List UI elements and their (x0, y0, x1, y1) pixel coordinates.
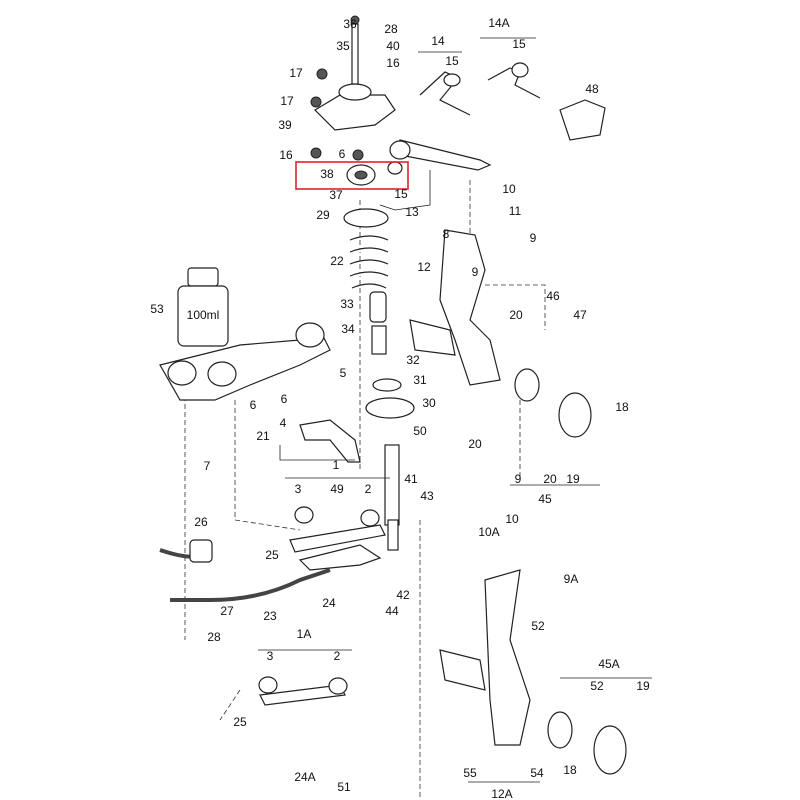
label-21: 21 (256, 429, 270, 443)
label-9: 9 (515, 472, 522, 486)
label-12: 12 (417, 260, 431, 274)
label-24a: 24A (294, 770, 315, 784)
label-15: 15 (394, 187, 408, 201)
lower-links (159, 506, 386, 706)
label-52: 52 (590, 679, 604, 693)
label-51: 51 (337, 780, 351, 794)
label-55: 55 (463, 766, 477, 780)
label-38: 38 (320, 167, 334, 181)
label-10a: 10A (478, 525, 499, 539)
label-54: 54 (530, 766, 544, 780)
label-41: 41 (404, 472, 418, 486)
label-20: 20 (543, 472, 557, 486)
label-39: 39 (278, 118, 292, 132)
label-27: 27 (220, 604, 234, 618)
label-43: 43 (420, 489, 434, 503)
label-16: 16 (279, 148, 293, 162)
label-2: 2 (365, 482, 372, 496)
label-45: 45 (538, 492, 552, 506)
strut-mount (310, 15, 396, 161)
label-23: 23 (263, 609, 277, 623)
label-5: 5 (340, 366, 347, 380)
label-22: 22 (330, 254, 344, 268)
label-24: 24 (322, 596, 336, 610)
label-44: 44 (385, 604, 399, 618)
label-30: 30 (422, 396, 436, 410)
label-33: 33 (340, 297, 354, 311)
grease-bottle-53: 100ml (177, 267, 229, 347)
label-28: 28 (207, 630, 221, 644)
label-10: 10 (505, 512, 519, 526)
label-8: 8 (443, 227, 450, 241)
label-7: 7 (204, 459, 211, 473)
label-9: 9 (472, 265, 479, 279)
label-6: 6 (281, 392, 288, 406)
subframe (159, 322, 361, 463)
label-18: 18 (615, 400, 629, 414)
label-11: 11 (509, 204, 522, 218)
label-6: 6 (339, 147, 346, 161)
label-52: 52 (531, 619, 545, 633)
label-45a: 45A (598, 657, 619, 671)
label-50: 50 (413, 424, 427, 438)
label-15: 15 (512, 37, 526, 51)
label-46: 46 (546, 289, 560, 303)
part-number-labels: 36 28 35 40 16 17 14 15 14A 15 48 17 39 … (150, 16, 650, 800)
label-42: 42 (396, 588, 410, 602)
label-14: 14 (431, 34, 445, 48)
label-49: 49 (330, 482, 344, 496)
label-3: 3 (295, 482, 302, 496)
label-3: 3 (267, 649, 274, 663)
label-1a: 1A (297, 627, 312, 641)
label-36: 36 (343, 17, 357, 31)
label-17: 17 (289, 66, 303, 80)
bottle-label: 100ml (187, 308, 220, 322)
steering-knuckles (409, 229, 627, 775)
label-6: 6 (250, 398, 257, 412)
label-2: 2 (334, 649, 341, 663)
label-9: 9 (530, 231, 537, 245)
label-40: 40 (386, 39, 400, 53)
label-12a: 12A (491, 787, 512, 800)
label-47: 47 (573, 308, 587, 322)
label-32: 32 (406, 353, 420, 367)
label-9a: 9A (564, 572, 579, 586)
label-19: 19 (636, 679, 650, 693)
label-17: 17 (280, 94, 294, 108)
label-10: 10 (502, 182, 516, 196)
label-19: 19 (566, 472, 580, 486)
label-20: 20 (468, 437, 482, 451)
label-34: 34 (341, 322, 355, 336)
label-28: 28 (384, 22, 398, 36)
label-16: 16 (386, 56, 400, 70)
label-25: 25 (265, 548, 279, 562)
label-26: 26 (194, 515, 208, 529)
label-25: 25 (233, 715, 247, 729)
label-20: 20 (509, 308, 523, 322)
label-31: 31 (413, 373, 427, 387)
upper-control-arms (389, 62, 606, 171)
label-53: 53 (150, 302, 164, 316)
label-18: 18 (563, 763, 577, 777)
label-48: 48 (585, 82, 599, 96)
group-brackets (258, 37, 652, 783)
spring-and-shock (343, 208, 415, 551)
label-4: 4 (280, 416, 287, 430)
label-15: 15 (445, 54, 459, 68)
label-35: 35 (336, 39, 350, 53)
label-1: 1 (333, 458, 340, 472)
label-13: 13 (405, 205, 419, 219)
label-37: 37 (329, 188, 343, 202)
label-29: 29 (316, 208, 330, 222)
strut-bearing-38 (295, 161, 409, 190)
highlight-box (295, 161, 409, 190)
label-14a: 14A (488, 16, 509, 30)
